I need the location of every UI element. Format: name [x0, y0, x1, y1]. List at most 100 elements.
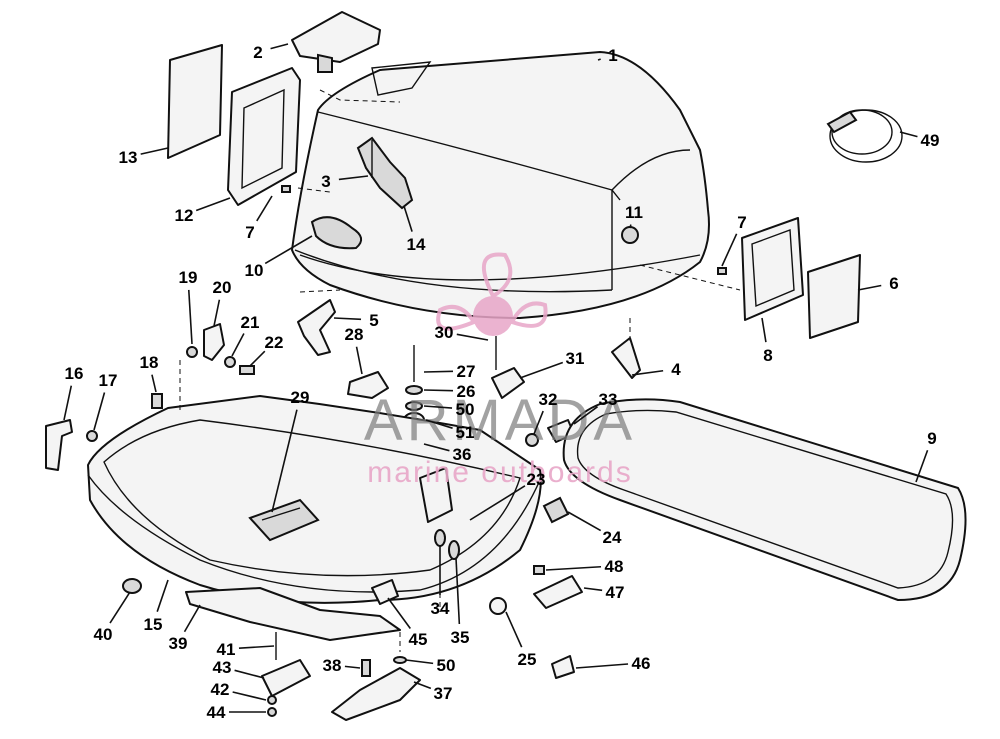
foam-pad: [310, 216, 363, 250]
callout-label-30: 30: [435, 323, 454, 342]
side-decal: [167, 44, 223, 159]
callout-leader-46: [575, 663, 629, 669]
callout-leader-35: [455, 557, 461, 625]
callout-label-31: 31: [566, 349, 585, 368]
callout-label-6: 6: [889, 274, 898, 293]
callout-label-14: 14: [407, 235, 426, 254]
callout-leader-37: [413, 681, 432, 690]
callout-leader-14: [403, 205, 413, 232]
callout-label-5: 5: [369, 311, 378, 330]
callout-leader-6: [857, 284, 882, 291]
screw: [239, 365, 255, 375]
callout-leader-18: [151, 374, 157, 393]
callout-label-40: 40: [94, 625, 113, 644]
callout-leader-2: [270, 43, 289, 50]
callout-label-3: 3: [321, 172, 330, 191]
callout-label-49: 49: [921, 131, 940, 150]
callout-label-22: 22: [265, 333, 284, 352]
callout-label-36: 36: [453, 445, 472, 464]
engine-cover-lower: [87, 395, 542, 604]
callout-label-32: 32: [539, 390, 558, 409]
grommet: [621, 226, 639, 244]
callout-leader-24: [567, 511, 602, 532]
lower-strip: [185, 587, 401, 641]
screw: [717, 267, 727, 275]
seal-ring: [562, 398, 967, 601]
callout-label-28: 28: [345, 325, 364, 344]
callout-label-51: 51: [456, 423, 475, 442]
pin: [448, 540, 460, 560]
callout-leader-22: [249, 350, 266, 367]
latch-cap: [291, 11, 381, 73]
washer: [525, 433, 539, 447]
callout-label-33: 33: [599, 390, 618, 409]
callout-leader-7: [721, 233, 738, 267]
callout-label-16: 16: [65, 364, 84, 383]
cable-coil: [826, 109, 903, 163]
callout-leader-31: [519, 361, 564, 379]
callout-label-24: 24: [603, 528, 622, 547]
callout-leader-32: [533, 410, 544, 435]
callout-leader-51: [425, 419, 453, 429]
callout-leader-29: [271, 409, 298, 513]
callout-leader-38: [344, 665, 361, 669]
callout-leader-39: [183, 604, 201, 633]
callout-label-8: 8: [763, 346, 772, 365]
screw: [281, 185, 291, 193]
callout-leader-26: [423, 389, 454, 392]
callout-label-44: 44: [207, 703, 226, 722]
callout-label-42: 42: [211, 680, 230, 699]
callout-label-21: 21: [241, 313, 260, 332]
screw: [361, 659, 371, 677]
washer: [405, 401, 423, 411]
callout-label-38: 38: [323, 656, 342, 675]
callout-label-43: 43: [213, 658, 232, 677]
washer: [186, 346, 198, 358]
callout-leader-3: [338, 175, 369, 181]
washer: [267, 695, 277, 705]
callout-label-4: 4: [671, 360, 681, 379]
callout-leader-7: [256, 195, 273, 222]
washer: [86, 430, 98, 442]
callout-leader-8: [761, 317, 767, 343]
callout-label-9: 9: [927, 429, 936, 448]
washer: [224, 356, 236, 368]
bottom-bracket: [331, 667, 421, 721]
callout-label-46: 46: [632, 654, 651, 673]
callout-label-39: 39: [169, 634, 188, 653]
callout-leader-25: [505, 611, 523, 648]
clip: [551, 655, 575, 679]
callout-label-1: 1: [608, 46, 617, 65]
callout-leader-40: [109, 591, 131, 624]
callout-label-17: 17: [99, 371, 118, 390]
callout-label-23: 23: [527, 470, 546, 489]
small-plate: [371, 579, 399, 605]
latch-plate: [533, 575, 583, 609]
callout-label-48: 48: [605, 557, 624, 576]
callout-leader-1: [597, 58, 601, 61]
callout-label-50: 50: [456, 400, 475, 419]
side-bracket: [227, 67, 301, 206]
callout-label-35: 35: [451, 628, 470, 647]
callout-leader-10: [264, 235, 313, 265]
engine-cover-upper: [291, 51, 710, 319]
plug: [489, 597, 507, 615]
washer: [393, 656, 407, 664]
rear-decal: [807, 254, 861, 339]
callout-leader-41: [238, 645, 275, 649]
callout-leader-17: [93, 392, 106, 431]
rubber-mount: [347, 371, 389, 399]
watermark-tagline: marine outboards: [367, 456, 632, 489]
callout-label-41: 41: [217, 640, 236, 659]
callout-label-2: 2: [253, 43, 262, 62]
grommet: [122, 578, 142, 594]
callout-leader-28: [355, 346, 363, 375]
callout-label-18: 18: [140, 353, 159, 372]
callout-leader-42: [232, 691, 267, 701]
rear-frame: [741, 217, 804, 321]
watermark-logo: [436, 252, 548, 336]
callout-leader-4: [631, 369, 664, 376]
callout-label-47: 47: [606, 583, 625, 602]
